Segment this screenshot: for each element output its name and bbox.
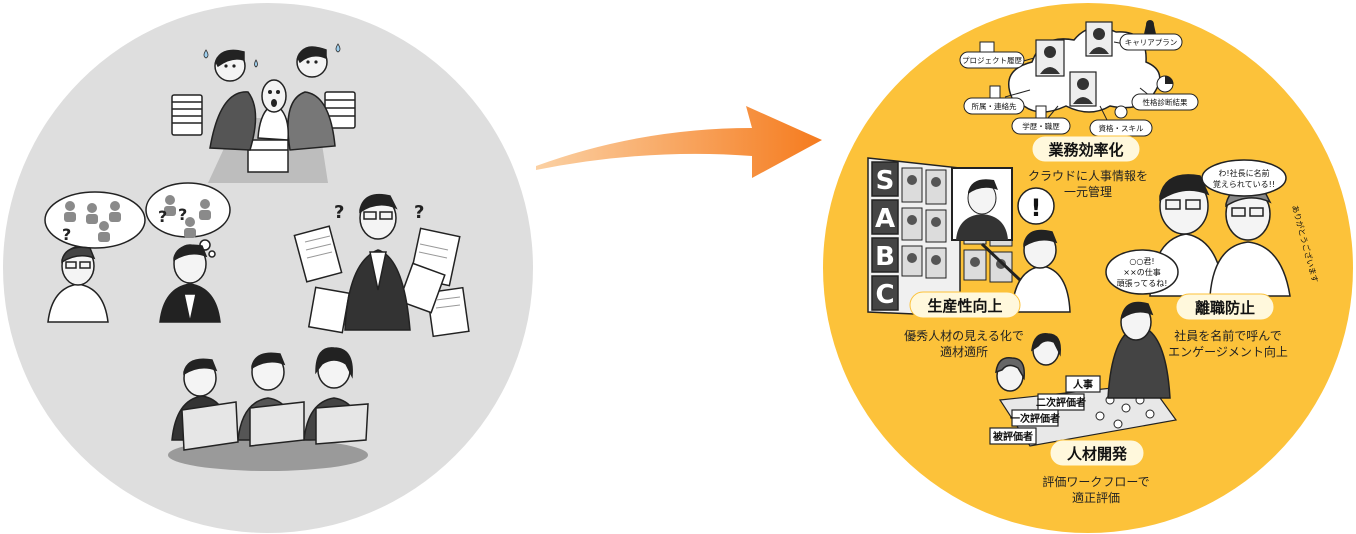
workflow-scene: 人事 二次評価者 一次評価者 被評価者 (989, 301, 1178, 447)
section-caption-line: 評価ワークフローで (1042, 474, 1149, 489)
section-talent-development: 人材開発 評価ワークフローで 適正評価 (1042, 439, 1150, 505)
staff-speech-line: 覚えられている!! (1213, 179, 1275, 189)
section-caption-line: 一元管理 (1064, 184, 1112, 199)
grade-board: S A B C ! (867, 157, 1071, 317)
before-circle (3, 3, 533, 533)
svg-text:?: ? (62, 225, 71, 244)
boss-speech-line: ××の仕事 (1123, 267, 1160, 277)
section-productivity: 生産性向上 優秀人材の見える化で 適材適所 (904, 291, 1024, 359)
section-title: 離職防止 (1195, 299, 1255, 317)
cloud-item-education-career: 学歴・職歴 (1011, 105, 1071, 135)
after-circle (823, 3, 1353, 533)
section-caption-line: 適材適所 (940, 344, 988, 359)
section-caption-line: エンゲージメント向上 (1168, 344, 1288, 359)
svg-text:?: ? (334, 202, 344, 223)
workflow-label: 人事 (1073, 378, 1093, 391)
section-caption-line: クラウドに人事情報を (1028, 169, 1148, 183)
grade-letter: A (875, 204, 895, 234)
boss-speech-line: ○○君! (1129, 257, 1154, 266)
staff-speech-line: わ!社長に名前 (1218, 168, 1269, 178)
svg-text:?: ? (178, 205, 187, 224)
cloud-item-career-plan: キャリアプラン (1119, 20, 1183, 51)
before-panel: ??? (3, 3, 533, 533)
transition-arrow (536, 106, 822, 178)
cloud-item-personality-results: 性格診断結果 (1131, 75, 1199, 111)
cloud-item-label: 学歴・職歴 (1022, 121, 1060, 131)
workflow-label: 被評価者 (993, 430, 1033, 443)
cloud-item-project-history: プロジェクト履歴 (959, 41, 1025, 69)
section-efficiency: 業務効率化 クラウドに人事情報を 一元管理 (1028, 135, 1148, 199)
svg-text:?: ? (158, 207, 167, 226)
after-panel: プロジェクト履歴 キャリアプラン 所属・連絡先 性格診断結果 学歴・職歴 資格・… (823, 3, 1353, 533)
section-caption-line: 社員を名前で呼んで (1174, 328, 1281, 343)
grade-letter: S (876, 166, 895, 196)
grade-letter: C (875, 280, 894, 310)
grade-letter: B (875, 242, 895, 272)
svg-text:!: ! (1031, 194, 1042, 222)
cloud-item-label: 性格診断結果 (1143, 97, 1188, 107)
tired-desk-workers-scene (168, 347, 369, 471)
section-caption-line: 優秀人材の見える化で (904, 329, 1024, 343)
cloud-item-label: 所属・連絡先 (972, 101, 1017, 111)
overloaded-workers-scene (171, 43, 356, 183)
hr-cloud (1004, 21, 1161, 123)
section-caption-line: 適正評価 (1072, 490, 1120, 505)
cloud-item-label: キャリアプラン (1125, 38, 1178, 47)
confused-managers-scene: ??? (44, 182, 231, 323)
paper-chaos-scene: ?? (293, 193, 470, 338)
section-title: 業務効率化 (1047, 141, 1123, 159)
svg-text:?: ? (414, 202, 424, 223)
cloud-item-label: プロジェクト履歴 (962, 56, 1022, 65)
cloud-item-qualifications-skills: 資格・スキル (1089, 105, 1153, 137)
section-title: 生産性向上 (927, 297, 1002, 315)
cloud-item-affiliation-contact: 所属・連絡先 (963, 85, 1025, 115)
cloud-item-label: 資格・スキル (1099, 123, 1144, 133)
workflow-label: 二次評価者 (1036, 396, 1086, 409)
boss-speech-line: 頑張ってるね! (1117, 279, 1168, 288)
section-title: 人材開発 (1067, 445, 1128, 463)
section-retention: 離職防止 社員を名前で呼んで エンゲージメント向上 (1168, 293, 1288, 359)
workflow-label: 一次評価者 (1010, 412, 1060, 425)
